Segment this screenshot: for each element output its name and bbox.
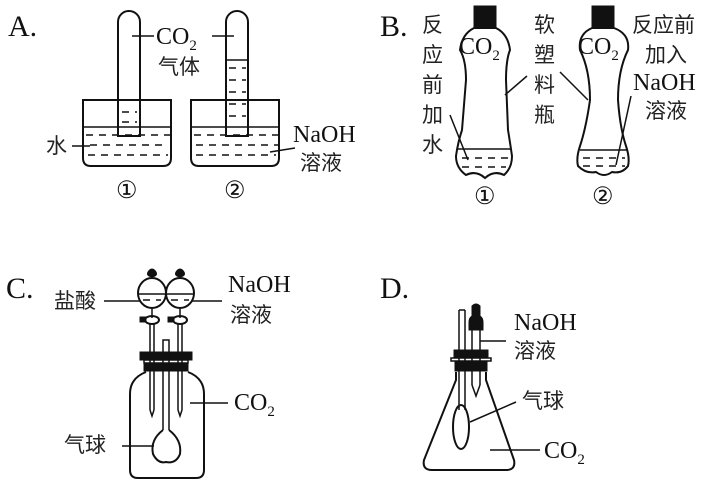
conical-flask bbox=[422, 372, 516, 471]
beaker-1 bbox=[82, 99, 172, 167]
label-b-num2: ② bbox=[592, 184, 614, 210]
panel-c-letter: C. bbox=[6, 272, 34, 305]
bottle1-cap bbox=[473, 5, 497, 29]
label-d-balloon: 气球 bbox=[522, 389, 564, 413]
char: 水 bbox=[422, 133, 443, 157]
char: 塑 bbox=[534, 43, 555, 67]
test-tube-2 bbox=[225, 10, 249, 137]
char: 反 bbox=[422, 13, 443, 37]
wide-mouth-bottle bbox=[129, 371, 205, 479]
label-a-num1: ① bbox=[116, 178, 138, 204]
separatory-funnel-naoh bbox=[165, 268, 195, 419]
label-b-num1: ① bbox=[474, 184, 496, 210]
panel-b-letter: B. bbox=[380, 10, 408, 43]
c-stopper-bottom bbox=[143, 362, 189, 372]
panel-c: C. bbox=[6, 268, 291, 479]
panel-d: D. NaOH 溶液 气球 CO2 bbox=[380, 272, 585, 471]
label-b-right-note-3: NaOH bbox=[633, 70, 696, 96]
bottle2-cap bbox=[591, 5, 615, 29]
label-b-left-note: 反 应 前 加 水 bbox=[422, 13, 443, 157]
leader-a-naoh bbox=[269, 147, 296, 153]
beaker-2 bbox=[190, 99, 280, 167]
leader-d-balloon bbox=[469, 401, 517, 423]
label-b-bottle: 软 塑 料 瓶 bbox=[534, 13, 555, 127]
char: 软 bbox=[534, 13, 555, 37]
dropper-tip bbox=[471, 384, 481, 399]
label-b-co2-2: CO2 bbox=[578, 34, 619, 64]
label-d-naoh: NaOH bbox=[514, 310, 577, 336]
label-b-right-note-2: 加入 bbox=[645, 43, 687, 67]
label-b-right-note-4: 溶液 bbox=[645, 99, 687, 123]
c-balloon bbox=[151, 429, 182, 464]
separatory-funnel-hcl bbox=[137, 268, 167, 419]
char: 料 bbox=[534, 73, 555, 97]
label-a-num2: ② bbox=[224, 178, 246, 204]
panel-a-letter: A. bbox=[8, 10, 37, 43]
leader-b-naoh bbox=[615, 95, 632, 166]
label-a-gas: 气体 bbox=[158, 55, 200, 79]
label-d-solution: 溶液 bbox=[514, 339, 556, 363]
label-a-co2: CO2 bbox=[156, 24, 197, 54]
dropper-bulb bbox=[468, 303, 484, 331]
panel-a: A. CO2 气体 水 NaOH 溶液 ① bbox=[8, 10, 356, 204]
label-a-naoh: NaOH bbox=[293, 122, 356, 148]
d-stopper-bottom bbox=[454, 360, 488, 372]
panel-b: B. CO2 CO2 反 应 前 加 水 软 塑 料 瓶 反 bbox=[380, 5, 696, 210]
label-b-co2-1: CO2 bbox=[459, 34, 500, 64]
char: 应 bbox=[422, 43, 443, 67]
char: 前 bbox=[422, 73, 443, 97]
char: 瓶 bbox=[534, 103, 555, 127]
label-c-hcl: 盐酸 bbox=[54, 289, 96, 313]
label-a-solution: 溶液 bbox=[300, 151, 342, 175]
soft-plastic-bottle-1 bbox=[454, 27, 514, 180]
c-stopper-top bbox=[139, 351, 193, 361]
d-stopper-top bbox=[453, 349, 489, 359]
label-c-co2: CO2 bbox=[234, 390, 275, 420]
label-c-naoh: NaOH bbox=[228, 272, 291, 298]
leader-b-bottle1 bbox=[504, 75, 528, 96]
leader-b-bottle2 bbox=[559, 71, 589, 101]
label-a-water: 水 bbox=[46, 134, 67, 158]
soft-plastic-bottle-2 bbox=[576, 27, 630, 176]
d-balloon bbox=[452, 404, 470, 450]
label-b-right-note-1: 反应前 bbox=[632, 13, 695, 37]
label-c-solution: 溶液 bbox=[230, 303, 272, 327]
label-d-co2: CO2 bbox=[544, 438, 585, 468]
label-c-balloon: 气球 bbox=[64, 433, 106, 457]
char: 加 bbox=[422, 103, 443, 127]
test-tube-1 bbox=[117, 10, 141, 137]
leader-b-water bbox=[449, 114, 469, 161]
panel-d-letter: D. bbox=[380, 272, 409, 305]
